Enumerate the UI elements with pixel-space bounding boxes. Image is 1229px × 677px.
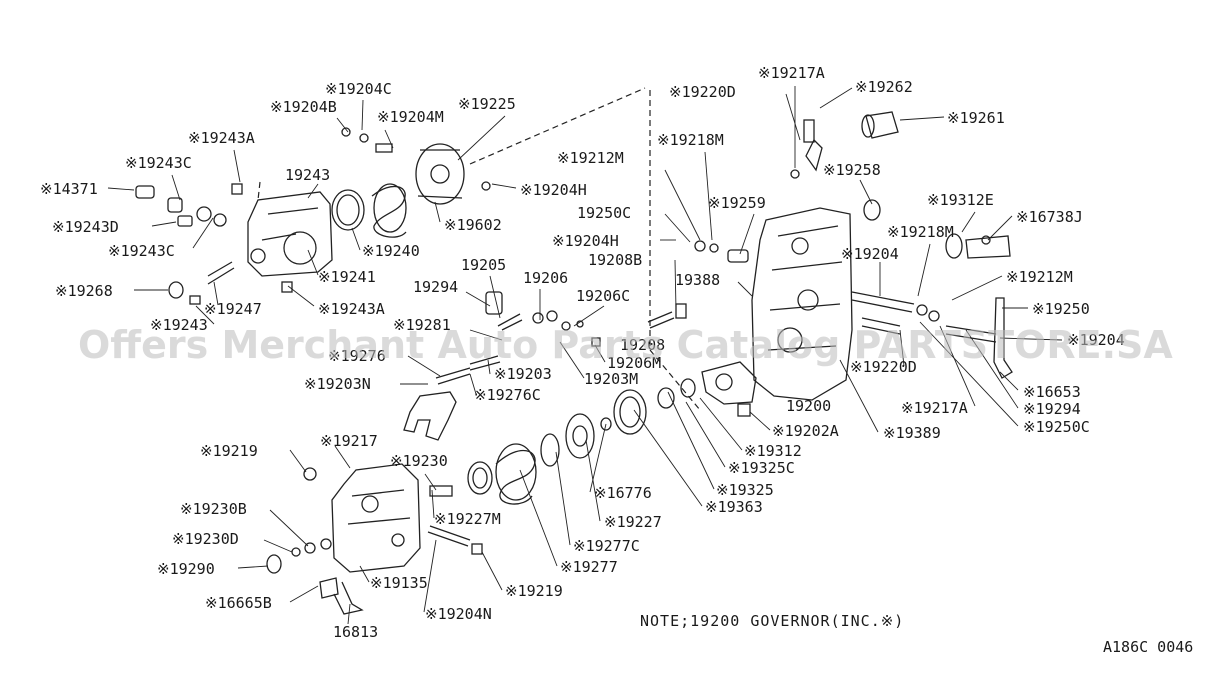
part-label: ※19259	[708, 194, 766, 212]
part-label: ※19325	[716, 481, 774, 499]
part-label: ※19243A	[188, 129, 255, 147]
part-label: ※16776	[594, 484, 652, 502]
part-label: ※19230B	[180, 500, 247, 518]
part-label: ※19230D	[172, 530, 239, 548]
part-label: ※19220D	[669, 83, 736, 101]
part-label: ※19243C	[108, 242, 175, 260]
part-label: ※19290	[157, 560, 215, 578]
part-label: ※19204H	[552, 232, 619, 250]
part-label: ※19363	[705, 498, 763, 516]
part-label: ※19227	[604, 513, 662, 531]
part-label: ※19250C	[1023, 418, 1090, 436]
part-label: ※19204	[841, 245, 899, 263]
part-label: ※19602	[444, 216, 502, 234]
part-label: ※19217	[320, 432, 378, 450]
part-label: ※19276	[328, 347, 386, 365]
part-label: ※19276C	[474, 386, 541, 404]
part-label: ※19312E	[927, 191, 994, 209]
part-label: ※19204N	[425, 605, 492, 623]
part-label: ※19225	[458, 95, 516, 113]
part-label: ※19212M	[557, 149, 624, 167]
part-label: ※19204	[1067, 331, 1125, 349]
part-label: ※19219	[505, 582, 563, 600]
part-label: ※16738J	[1016, 208, 1083, 226]
part-label: ※19243D	[52, 218, 119, 236]
part-label: ※19218M	[887, 223, 954, 241]
part-label: ※19218M	[657, 131, 724, 149]
part-label: ※19204B	[270, 98, 337, 116]
part-label: 19250C	[577, 204, 631, 222]
part-label: ※19262	[855, 78, 913, 96]
part-label: ※19241	[318, 268, 376, 286]
part-label: ※19258	[823, 161, 881, 179]
part-label: ※19203	[494, 365, 552, 383]
part-label: ※19204M	[377, 108, 444, 126]
part-label: ※19243C	[125, 154, 192, 172]
part-label: ※19325C	[728, 459, 795, 477]
part-label: ※19217A	[901, 399, 968, 417]
part-label: 19388	[675, 271, 720, 289]
assembly-dash-lines	[257, 87, 701, 411]
governor-note: NOTE;19200 GOVERNOR(INC.※)	[640, 612, 904, 630]
part-label: 19205	[461, 256, 506, 274]
part-label: ※19281	[393, 316, 451, 334]
part-label: ※19204C	[325, 80, 392, 98]
part-label: 16813	[333, 623, 378, 641]
part-label: ※19135	[370, 574, 428, 592]
part-label: 19206	[523, 269, 568, 287]
part-label: 19203M	[584, 370, 638, 388]
leader-lines	[107, 86, 1063, 625]
part-label: 19200	[786, 397, 831, 415]
part-label: ※19389	[883, 424, 941, 442]
part-label: ※19204H	[520, 181, 587, 199]
part-label: ※19212M	[1006, 268, 1073, 286]
part-label: 19294	[413, 278, 458, 296]
part-label: ※19217A	[758, 64, 825, 82]
diagram-code: A186C 0046	[1103, 638, 1193, 656]
part-label: ※19268	[55, 282, 113, 300]
part-label: ※14371	[40, 180, 98, 198]
part-label: ※19220D	[850, 358, 917, 376]
part-label: ※19227M	[434, 510, 501, 528]
part-label: ※19277	[560, 558, 618, 576]
part-label: ※19312	[744, 442, 802, 460]
part-label: ※19219	[200, 442, 258, 460]
part-label: 19208B	[588, 251, 642, 269]
part-label: ※19243A	[318, 300, 385, 318]
part-label: ※19243	[150, 316, 208, 334]
part-label: ※19203N	[304, 375, 371, 393]
part-label: ※19247	[204, 300, 262, 318]
part-sketches	[135, 111, 1013, 615]
part-label: ※19230	[390, 452, 448, 470]
part-label: ※19240	[362, 242, 420, 260]
part-label: ※19294	[1023, 400, 1081, 418]
part-label: ※19202A	[772, 422, 839, 440]
part-number-labels: ※19204C※19204B ※19204M ※19225 ※19243A ※19243…	[40, 64, 1125, 641]
part-label: ※19277C	[573, 537, 640, 555]
part-label: ※19261	[947, 109, 1005, 127]
part-label: ※16653	[1023, 383, 1081, 401]
part-label: 19206C	[576, 287, 630, 305]
watermark-text: Offers Merchant Auto Parts Catalog PARTS…	[78, 323, 1173, 367]
part-label: ※16665B	[205, 594, 272, 612]
part-label: ※19250	[1032, 300, 1090, 318]
part-label: 19208	[620, 336, 665, 354]
part-label: 19206M	[607, 354, 661, 372]
part-label: 19243	[285, 166, 330, 184]
